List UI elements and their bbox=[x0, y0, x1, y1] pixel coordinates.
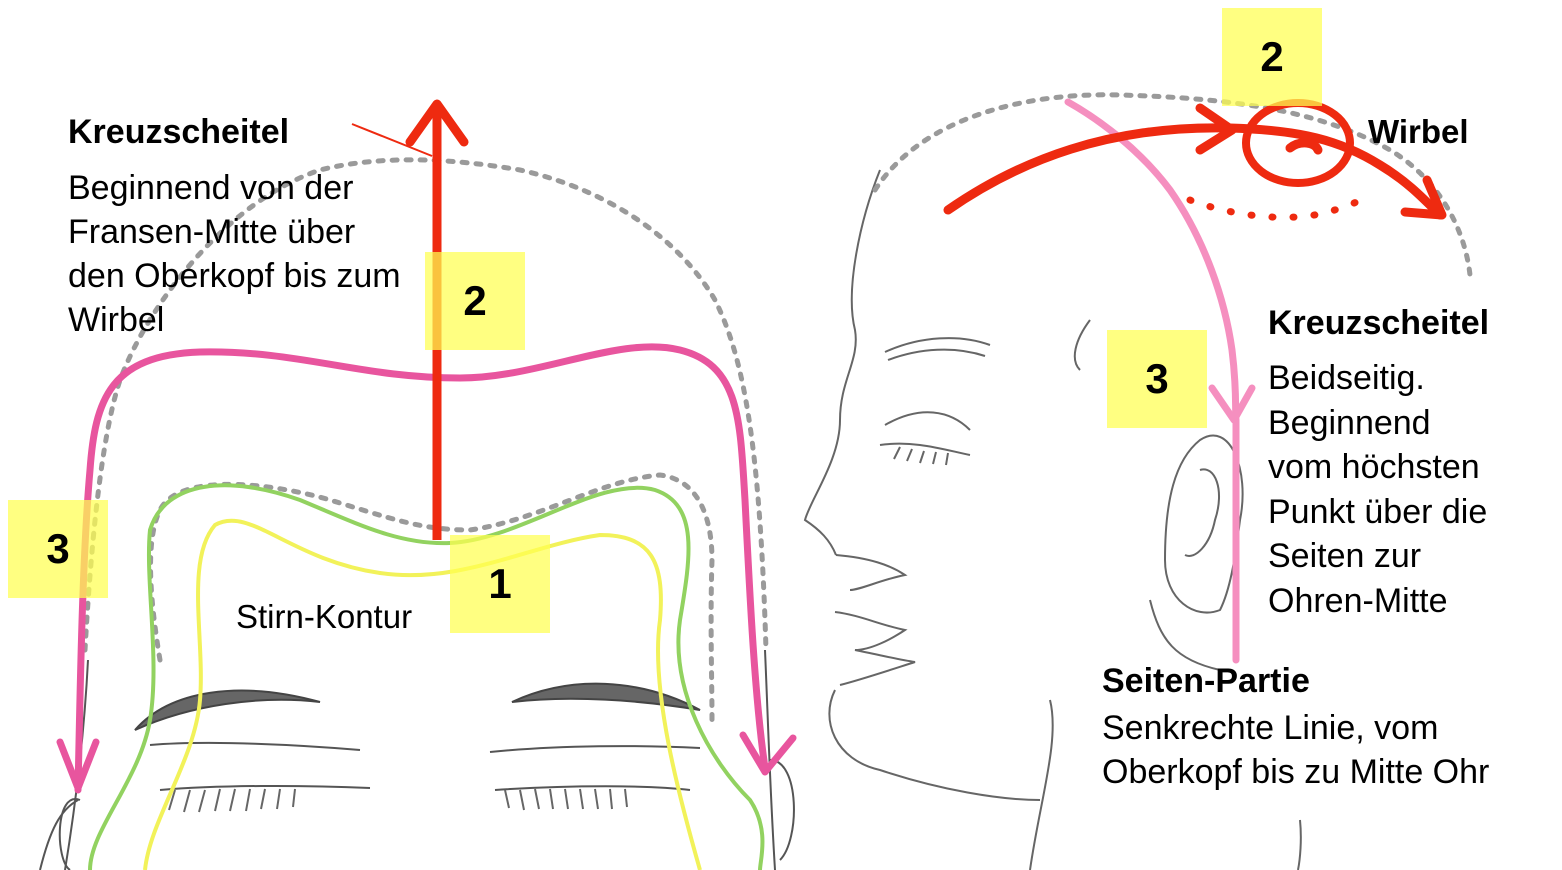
green-contour bbox=[90, 485, 763, 870]
right-description: Beidseitig. Beginnend vom höchsten Punkt… bbox=[1268, 356, 1487, 623]
profile-lips bbox=[835, 612, 915, 685]
wirbel-spiral-center bbox=[1290, 143, 1318, 150]
wirbel-label: Wirbel bbox=[1368, 113, 1469, 151]
right-heading: Kreuzscheitel bbox=[1268, 304, 1489, 343]
right-eye-lashes bbox=[495, 786, 690, 790]
stirn-kontur-label: Stirn-Kontur bbox=[236, 598, 412, 636]
profile-eye bbox=[885, 412, 970, 430]
red-dotted-arc bbox=[1190, 196, 1368, 217]
left-eye-lid bbox=[150, 743, 360, 750]
marker-2-right: 2 bbox=[1222, 8, 1322, 106]
marker-1-left: 1 bbox=[450, 535, 550, 633]
profile-forehead-line bbox=[805, 170, 880, 555]
front-hairline-outline bbox=[151, 475, 712, 720]
left-description: Beginnend von der Fransen-Mitte über den… bbox=[68, 166, 401, 342]
profile-back-head bbox=[1030, 320, 1090, 870]
profile-nose bbox=[836, 555, 905, 590]
profile-chin bbox=[829, 690, 1040, 800]
side-description: Senkrechte Linie, vom Oberkopf bis zu Mi… bbox=[1102, 706, 1489, 794]
marker-3-left: 3 bbox=[8, 500, 108, 598]
left-eyebrow bbox=[135, 691, 320, 730]
marker-2-left: 2 bbox=[425, 252, 525, 350]
right-eyebrow bbox=[512, 684, 700, 710]
profile-ear bbox=[1165, 435, 1243, 612]
magenta-side-parting-line bbox=[78, 347, 765, 790]
marker-3-right: 3 bbox=[1107, 330, 1207, 428]
side-heading: Seiten-Partie bbox=[1102, 662, 1310, 701]
left-heading: Kreuzscheitel bbox=[68, 113, 289, 152]
